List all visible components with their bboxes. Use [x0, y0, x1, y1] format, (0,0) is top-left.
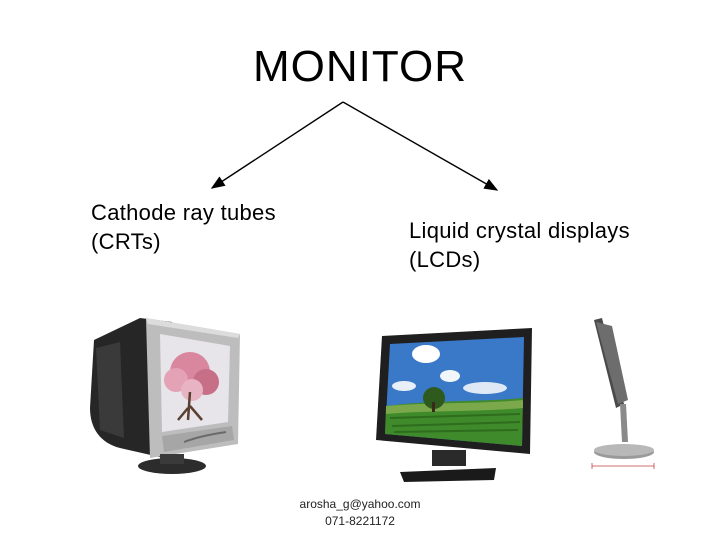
lcd-side-view-image [591, 318, 655, 469]
contact-phone: 071-8221172 [325, 514, 395, 528]
contact-info: arosha_g@yahoo.com 071-8221172 [250, 496, 470, 530]
crt-monitor-image [90, 318, 240, 474]
lcd-monitor-image [376, 328, 532, 482]
diagram-title: MONITOR [253, 42, 467, 91]
crt-label: Cathode ray tubes (CRTs) [91, 200, 276, 254]
lcd-label: Liquid crystal displays (LCDs) [409, 218, 630, 272]
contact-email: arosha_g@yahoo.com [299, 497, 421, 511]
arrow-to-lcd [342, 101, 499, 191]
arrow-to-crt [210, 101, 344, 189]
